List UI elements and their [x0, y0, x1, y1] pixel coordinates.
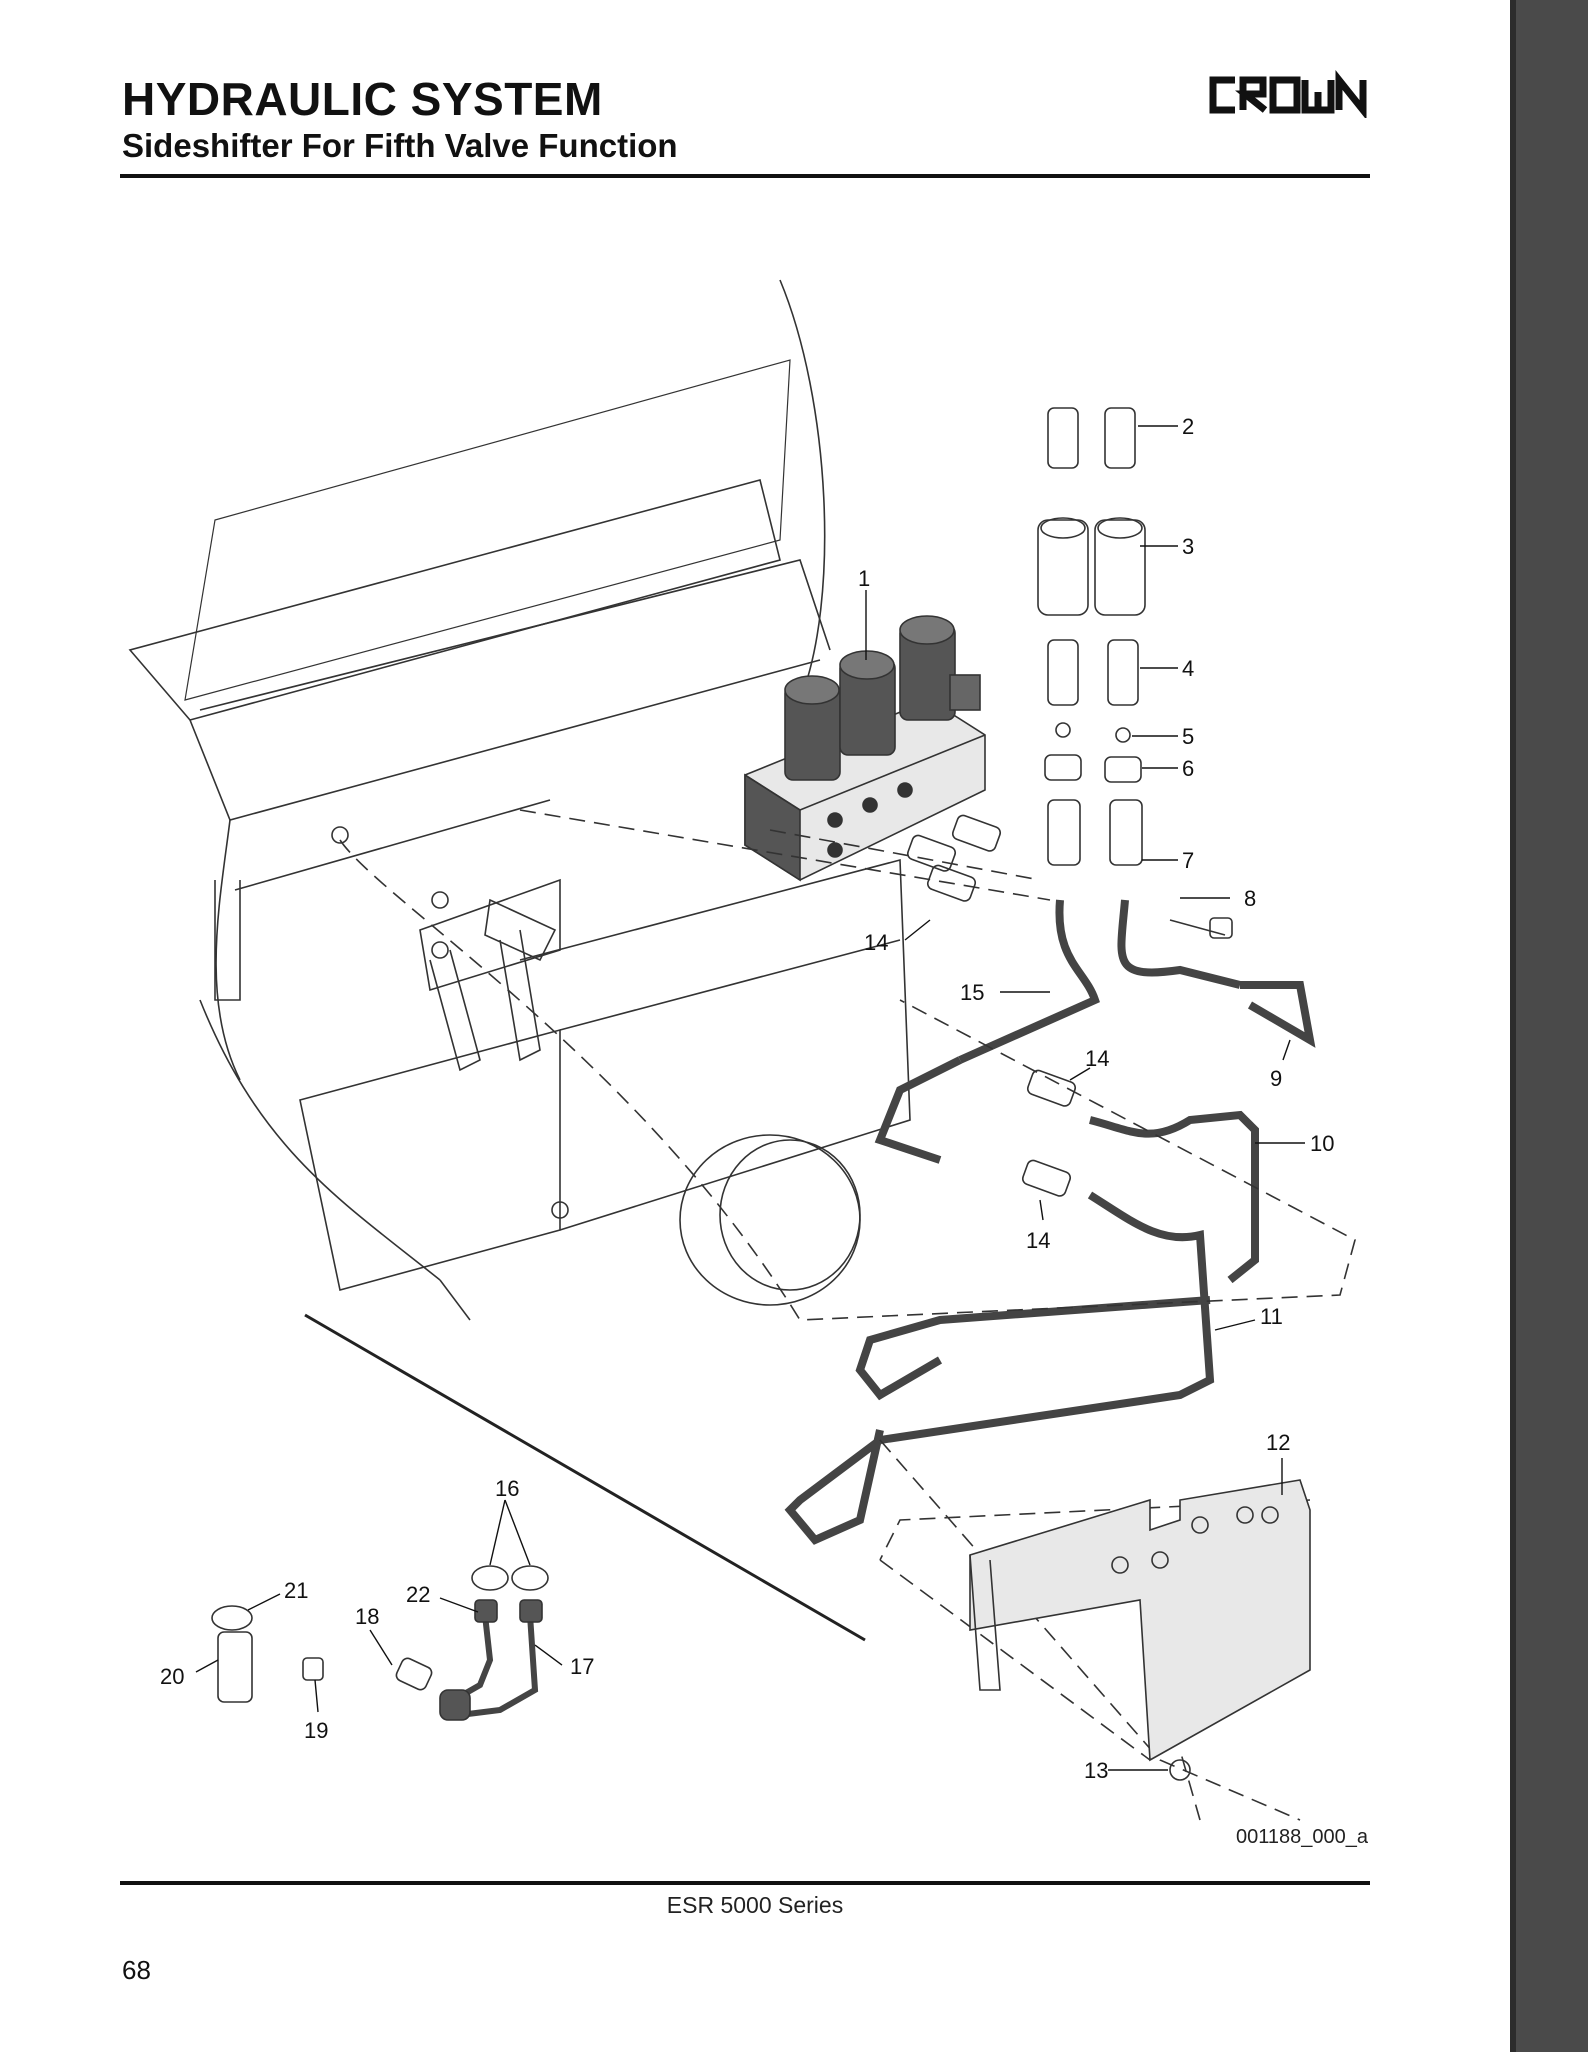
manual-page: HYDRAULIC SYSTEM Sideshifter For Fifth V… [120, 70, 1370, 1985]
callout-2: 2 [1182, 414, 1194, 439]
callout-22: 22 [406, 1582, 430, 1607]
callout-5: 5 [1182, 724, 1194, 749]
series-name: ESR 5000 Series [666, 1892, 844, 1918]
callout-10: 10 [1310, 1131, 1334, 1156]
page-subtitle: Sideshifter For Fifth Valve Function [122, 127, 678, 164]
callout-14a: 14 [864, 930, 888, 955]
exploded-parts-diagram: 1 2 3 4 5 6 7 8 14 15 9 14 10 14 11 12 1… [128, 279, 1356, 1821]
header-rule [120, 174, 1370, 178]
callout-4: 4 [1182, 656, 1194, 681]
callout-14b: 14 [1085, 1046, 1109, 1071]
footer-rule [120, 1881, 1370, 1885]
page-number: 68 [122, 1955, 151, 1985]
callout-7: 7 [1182, 848, 1194, 873]
callout-12: 12 [1266, 1430, 1290, 1455]
callout-20: 20 [160, 1664, 184, 1689]
callout-1: 1 [858, 566, 870, 591]
callout-14c: 14 [1026, 1228, 1050, 1253]
callout-3: 3 [1182, 534, 1194, 559]
callout-15: 15 [960, 980, 984, 1005]
callout-17: 17 [570, 1654, 594, 1679]
page-title: HYDRAULIC SYSTEM [122, 73, 603, 125]
viewer-side-bar [1510, 0, 1588, 2052]
callout-18: 18 [355, 1604, 379, 1629]
figure-reference: 001188_000_a [1236, 1826, 1368, 1848]
callout-13: 13 [1084, 1758, 1108, 1783]
callout-19: 19 [304, 1718, 328, 1743]
callout-16: 16 [495, 1476, 519, 1501]
callout-6: 6 [1182, 756, 1194, 781]
crown-logo [1209, 70, 1367, 118]
viewer-side-bar-edge [1510, 0, 1516, 2052]
callout-11: 11 [1260, 1304, 1283, 1329]
callout-21: 21 [284, 1578, 308, 1603]
callout-8: 8 [1244, 886, 1256, 911]
callout-9: 9 [1270, 1066, 1282, 1091]
